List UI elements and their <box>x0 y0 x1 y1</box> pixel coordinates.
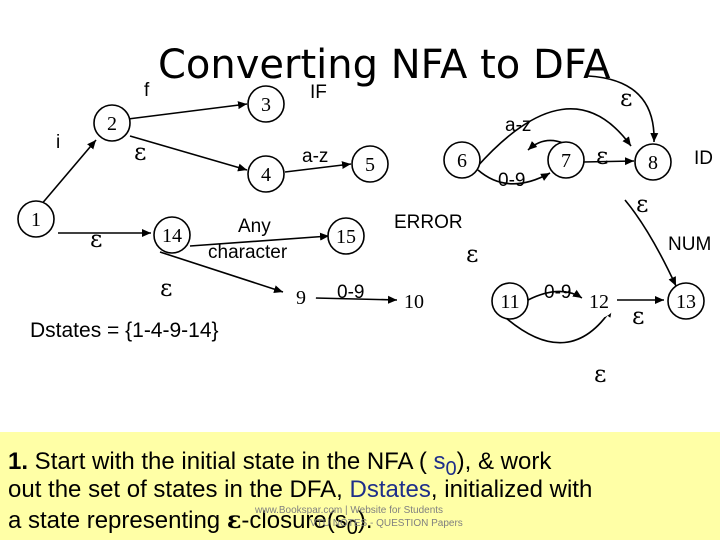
dstates-word: Dstates <box>349 476 431 503</box>
svg-text:3: 3 <box>261 94 271 116</box>
note-step-number: 1. <box>8 448 29 475</box>
svg-text:11: 11 <box>500 291 519 313</box>
state-9: 9 <box>286 282 316 312</box>
svg-text:8: 8 <box>648 152 658 174</box>
epsilon-1-14: ε <box>90 225 102 253</box>
note-line-3: a state representing ε-closure(s0). <box>8 505 373 539</box>
label-id: ID <box>694 148 713 169</box>
state-6: 6 <box>443 141 481 179</box>
state-11: 11 <box>491 282 529 320</box>
explanation-box: 1. Start with the initial state in the N… <box>0 432 720 540</box>
epsilon-symbol: ε <box>226 505 242 534</box>
label-09-6-7: 0-9 <box>498 170 525 191</box>
label-i: i <box>56 132 60 153</box>
nfa-diagram: 1 2 3 4 5 6 7 8 9 10 11 12 13 14 15 i f … <box>17 75 713 388</box>
state-10: 10 <box>397 284 431 318</box>
dstates-label: Dstates = {1-4-9-14} <box>30 319 219 342</box>
state-1: 1 <box>17 200 55 238</box>
watermark-line-1: www.Bookspar.com | Website for Students <box>255 505 444 516</box>
edge-eps-8 <box>587 75 659 143</box>
svg-text:4: 4 <box>261 164 271 186</box>
label-f: f <box>144 80 150 101</box>
edge-6-7 <box>477 169 551 185</box>
state-13: 13 <box>667 282 705 320</box>
page-title: Converting NFA to DFA <box>158 42 611 88</box>
epsilon-12-13: ε <box>632 302 644 330</box>
edge-11-12 <box>527 289 583 301</box>
svg-text:10: 10 <box>404 291 424 313</box>
state-7: 7 <box>547 141 585 179</box>
label-error: ERROR <box>394 212 463 233</box>
svg-text:9: 9 <box>296 287 306 309</box>
edge-9-10 <box>314 295 398 304</box>
epsilon-7-8: ε <box>596 142 608 170</box>
note-line-2: out the set of states in the DFA, Dstate… <box>8 476 593 503</box>
edge-eps-13 <box>624 199 677 287</box>
edge-14-15 <box>189 232 330 247</box>
label-any: Any <box>238 216 271 237</box>
epsilon-8: ε <box>636 190 648 218</box>
epsilon-bottom: ε <box>594 360 606 388</box>
svg-text:1: 1 <box>31 209 41 231</box>
label-num: NUM <box>668 234 711 255</box>
state-12: 12 <box>582 284 616 318</box>
edge-2-4 <box>129 135 248 172</box>
state-2: 2 <box>93 104 131 142</box>
watermark-line-2: VTU NOTES - QUESTION Papers <box>310 518 463 529</box>
epsilon-error: ε <box>466 240 478 268</box>
svg-text:12: 12 <box>589 291 609 313</box>
svg-text:15: 15 <box>336 226 356 248</box>
svg-text:2: 2 <box>107 113 117 135</box>
label-if: IF <box>310 82 327 103</box>
epsilon-top: ε <box>620 84 632 112</box>
svg-text:13: 13 <box>676 291 696 313</box>
edge-14-9 <box>159 251 284 294</box>
edges <box>39 75 677 344</box>
edge-11-12-lower <box>505 307 613 344</box>
epsilon-14-9: ε <box>160 274 172 302</box>
state-5: 5 <box>351 145 389 183</box>
s0-symbol: s0 <box>433 448 457 480</box>
label-09-9-10: 0-9 <box>337 282 364 303</box>
svg-text:14: 14 <box>162 225 182 247</box>
state-15: 15 <box>327 217 365 255</box>
svg-text:7: 7 <box>561 150 571 172</box>
label-character: character <box>208 242 288 263</box>
svg-text:5: 5 <box>365 154 375 176</box>
note-line-1: 1. Start with the initial state in the N… <box>8 448 552 480</box>
state-14: 14 <box>153 216 191 254</box>
edge-2-3 <box>127 101 248 120</box>
svg-text:6: 6 <box>457 150 467 172</box>
state-3: 3 <box>247 85 285 123</box>
edge-4-5 <box>284 161 352 173</box>
edge-7-8 <box>582 157 635 166</box>
states: 1 2 3 4 5 6 7 8 9 10 11 12 13 14 15 <box>17 85 705 320</box>
label-az-4-5: a-z <box>302 146 328 167</box>
edge-6-8 <box>475 108 632 169</box>
state-8: 8 <box>634 143 672 181</box>
epsilon-2-4: ε <box>134 138 146 166</box>
state-4: 4 <box>247 155 285 193</box>
label-az-6-8: a-z <box>505 115 531 136</box>
label-09-11-12: 0-9 <box>544 282 571 303</box>
edge-1-2 <box>39 139 97 207</box>
